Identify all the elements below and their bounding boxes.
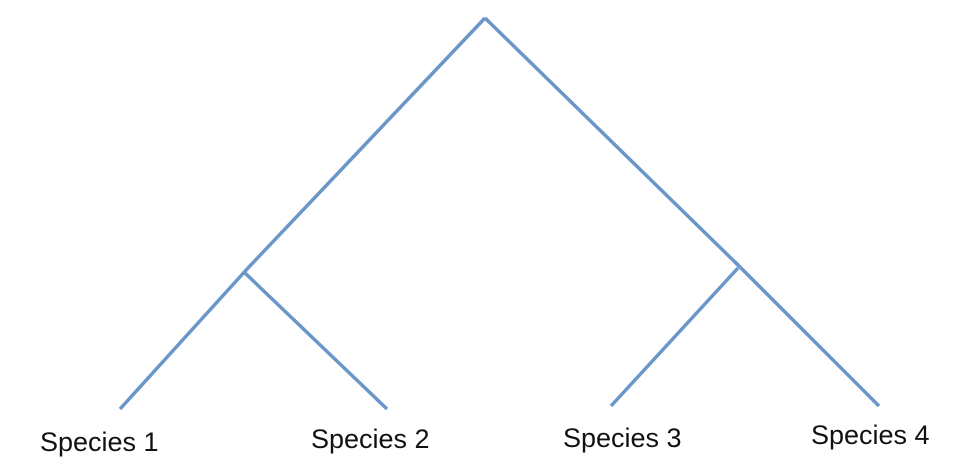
leaf-label-species-1: Species 1	[40, 427, 159, 457]
branch-clade-left-to-species-2	[243, 271, 389, 411]
leaf-label-species-4: Species 4	[811, 420, 930, 450]
branch-clade-right-to-species-4	[733, 260, 881, 408]
branch-root-to-clade-left	[246, 16, 487, 270]
branch-clade-right-to-species-3	[609, 266, 740, 408]
leaf-label-species-2: Species 2	[311, 424, 430, 454]
branch-root-to-clade-right	[483, 16, 740, 267]
leaf-label-species-3: Species 3	[563, 423, 682, 453]
branch-clade-left-to-species-1	[118, 266, 250, 411]
